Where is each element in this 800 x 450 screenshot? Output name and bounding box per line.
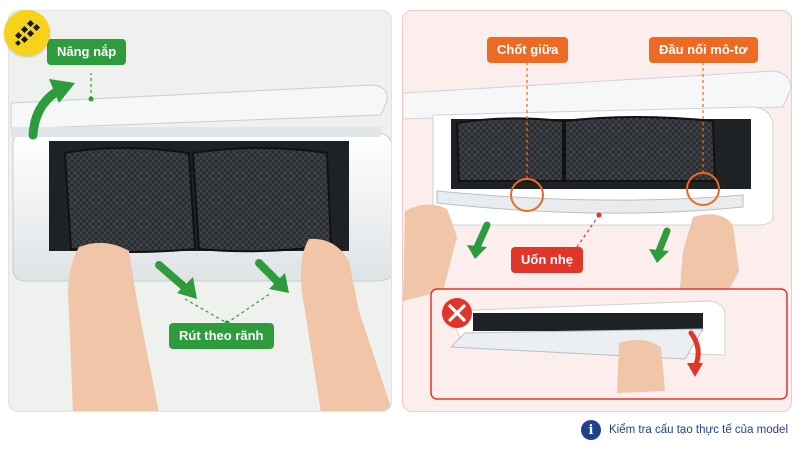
right-illustration [403,59,791,400]
right-hand [300,238,391,411]
arrow-down-icon [473,221,491,251]
left-illustration [10,73,391,411]
left-hand [68,242,159,411]
air-filter-left [455,117,564,182]
label-center-latch: Chốt giữa [487,37,569,63]
air-filter-left [63,147,197,253]
label-bend-gently: Uốn nhẹ [511,247,583,273]
label-lift-cover: Nâng nắp [47,39,127,65]
label-slide-out: Rút theo rãnh [169,323,274,349]
front-cover [403,70,791,120]
footer-note: i Kiểm tra cấu tạo thực tế của model [580,418,788,442]
right-panel-bend-filter: Chốt giữa Đầu nối mô-tơ Uốn nhẹ [402,10,792,412]
arrow-down-icon [655,227,671,255]
footer-note-text: Kiểm tra cấu tạo thực tế của model [608,424,788,436]
left-hand [403,204,457,301]
left-panel-slide-filter: Nâng nắp Rút theo rãnh [8,10,392,412]
wrong-x-icon [442,298,472,328]
info-icon: i [580,420,601,440]
hand-inset [617,339,665,393]
label-motor-connector: Đầu nối mô-tơ [649,37,758,63]
air-filter-right [191,147,333,253]
air-filter-right [564,116,717,182]
logo-icon [4,10,50,56]
front-cover [10,84,388,130]
right-hand [679,214,739,301]
